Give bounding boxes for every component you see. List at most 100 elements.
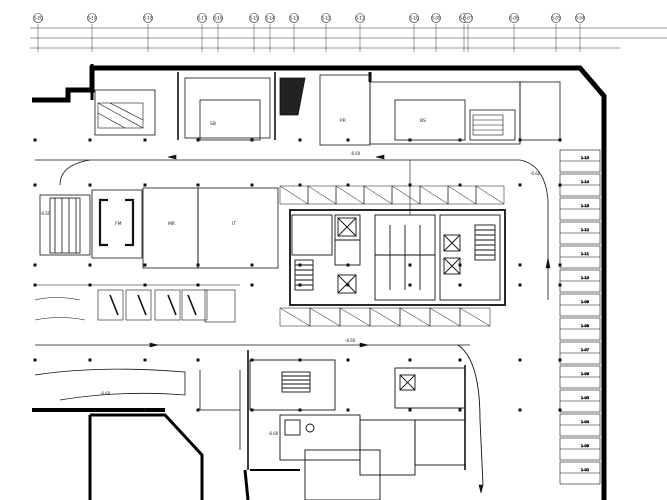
parking-stall-number: 1-06 xyxy=(581,372,590,376)
column xyxy=(518,263,522,267)
grid-bubble xyxy=(321,13,331,23)
column xyxy=(33,138,37,142)
parking-stall-diagonal xyxy=(429,307,461,327)
grid-axis-label: S-15 xyxy=(249,16,259,21)
grid-bubble xyxy=(551,13,561,23)
grid-bubble xyxy=(249,13,259,23)
column xyxy=(88,263,92,267)
parking-stall xyxy=(459,307,491,327)
parking-stall-diagonal xyxy=(279,185,309,205)
room-label-left: SB xyxy=(210,121,216,127)
column xyxy=(408,138,412,142)
column xyxy=(518,138,522,142)
parking-stall-number: 1-03 xyxy=(581,444,589,448)
upper-stalls xyxy=(279,185,505,205)
grid-axis-label: S-11 xyxy=(355,16,365,21)
room-labels: FM MR IT BS PR SB xyxy=(115,118,426,227)
room-label-right: IT xyxy=(232,221,236,227)
grid-axis-label: S-07 xyxy=(463,16,473,21)
column xyxy=(458,283,462,287)
upper-rooms xyxy=(94,72,561,146)
grid-axis-label: S-13 xyxy=(289,16,299,21)
column xyxy=(408,408,412,412)
room-label-storage: BS xyxy=(420,118,426,124)
outer-walls xyxy=(32,64,607,500)
grid-bubble xyxy=(575,13,585,23)
grid-axis-label: S-14 xyxy=(265,16,275,21)
column xyxy=(88,358,92,362)
parking-stall-diagonal xyxy=(391,185,421,205)
column xyxy=(143,183,147,187)
parking-stall-number: 1-07 xyxy=(581,348,589,352)
column xyxy=(458,183,462,187)
grid-ticks xyxy=(37,24,581,52)
grid-axis-label: S-04 xyxy=(575,16,585,21)
grid-axis-label: S-09 xyxy=(431,16,441,21)
right-stalls: 1-151-141-131-121-111-101-091-081-071-06… xyxy=(559,149,601,485)
column xyxy=(298,183,302,187)
column xyxy=(196,183,200,187)
equipment-symbols xyxy=(97,102,504,136)
room-label-mid: MR xyxy=(168,221,175,227)
parking-stall-diagonal xyxy=(335,185,365,205)
grid-bubble xyxy=(87,13,97,23)
grid-bubble xyxy=(265,13,275,23)
parking-stall-diagonal xyxy=(309,307,341,327)
parking-stall-number: 1-08 xyxy=(581,324,590,328)
aisle-arrows xyxy=(149,154,551,494)
parking-stall-number: 1-15 xyxy=(581,156,589,160)
column xyxy=(196,138,200,142)
parking-stall-diagonal xyxy=(399,307,431,327)
grid-axis-label: S-17 xyxy=(197,16,207,21)
elevation-ramp-lower: -6.60 xyxy=(268,431,279,436)
grid-bubble xyxy=(431,13,441,23)
grid-axis-label: S-20 xyxy=(33,16,43,21)
column xyxy=(143,408,147,412)
grid-axis-label: S-18 xyxy=(143,16,153,21)
parking-stall-diagonal xyxy=(363,185,393,205)
grid-axis-label: S-06 xyxy=(509,16,519,21)
column xyxy=(33,263,37,267)
column xyxy=(518,283,522,287)
column xyxy=(458,408,462,412)
column xyxy=(408,358,412,362)
column xyxy=(408,263,412,267)
elevation-right: -6.60 xyxy=(530,171,541,176)
grid-axis-label: S-10 xyxy=(409,16,419,21)
column xyxy=(558,138,562,142)
grid-bubble xyxy=(463,13,473,23)
room-label-pump: PR xyxy=(340,118,346,124)
grid-bubbles: S-20 S-19 S-18 S-17 S-16 S-15 S-14 S-13 S-12 S-11… xyxy=(33,13,585,23)
column xyxy=(250,183,254,187)
room-label-core-a: FM xyxy=(115,221,122,227)
parking-stall-number: 1-05 xyxy=(581,396,589,400)
elevation-lower-aisle: -6.60 xyxy=(345,338,356,343)
parking-stall-diagonal xyxy=(307,185,337,205)
parking-stall-number: 1-10 xyxy=(581,276,590,280)
column xyxy=(346,408,350,412)
grid-axis-label: S-12 xyxy=(321,16,331,21)
column xyxy=(458,138,462,142)
parking-stall-diagonal xyxy=(475,185,505,205)
parking-stall-number: 1-09 xyxy=(581,300,590,304)
parking-stall-number: 1-13 xyxy=(581,204,589,208)
column xyxy=(518,408,522,412)
grid-axis-label: S-05 xyxy=(551,16,561,21)
grid-axis-label: S-19 xyxy=(87,16,97,21)
column xyxy=(143,358,147,362)
elevation-main-aisle: -6.60 xyxy=(350,151,361,156)
column xyxy=(196,408,200,412)
column xyxy=(33,358,37,362)
column xyxy=(250,263,254,267)
column xyxy=(346,183,350,187)
grid-bubble xyxy=(143,13,153,23)
parking-stall-diagonal xyxy=(447,185,477,205)
column xyxy=(250,283,254,287)
lower-core-stalls xyxy=(279,307,491,327)
column xyxy=(458,358,462,362)
grid-bubble xyxy=(509,13,519,23)
column xyxy=(298,138,302,142)
central-core xyxy=(289,160,506,306)
grid-axis-label: S-16 xyxy=(213,16,223,21)
